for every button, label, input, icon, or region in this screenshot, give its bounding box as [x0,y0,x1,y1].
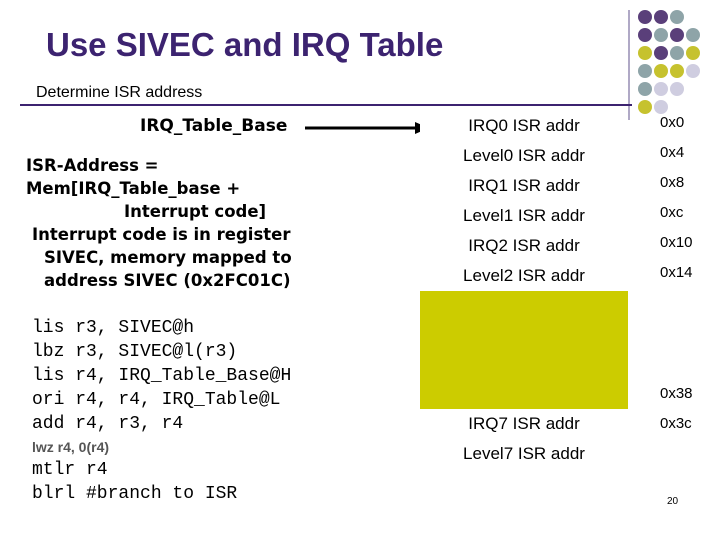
decorative-dot [670,64,684,78]
description-line: Interrupt code is in register [32,225,291,244]
decorative-dot [654,100,668,114]
header-rule [20,104,632,106]
assembly-code-block: lis r3, SIVEC@h lbz r3, SIVEC@l(r3) lis … [32,316,291,506]
decorative-dot [638,28,652,42]
page-number: 20 [667,496,679,507]
table-row: IRQ2 ISR addr [420,231,628,261]
decorative-dot [638,100,652,114]
table-row: Level1 ISR addr [420,201,628,231]
table-row: Level7 ISR addr [420,439,628,469]
code-line: lis r3, SIVEC@h [32,318,195,338]
slide-subtitle: Determine ISR address [36,84,203,101]
code-line: lwz r4, 0(r4) [32,439,110,455]
address-label: 0x14 [660,264,693,281]
irq-vector-table: IRQ0 ISR addr Level0 ISR addr IRQ1 ISR a… [420,111,628,469]
description-line: Interrupt code] [124,202,267,221]
decorative-dot [638,64,652,78]
decorative-dot [686,64,700,78]
decorative-dot [670,46,684,60]
description-line: ISR-Address = [26,156,159,175]
table-row: IRQ0 ISR addr [420,111,628,141]
table-row: IRQ1 ISR addr [420,171,628,201]
decorative-dot [654,64,668,78]
decorative-dot [638,46,652,60]
code-line: add r4, r3, r4 [32,414,184,434]
code-line: lis r4, IRQ_Table_Base@H [32,366,292,386]
decorative-dot [670,10,684,24]
code-line: blrl #branch to ISR [32,484,238,504]
slide-title: Use SIVEC and IRQ Table [46,26,444,63]
code-line: lbz r3, SIVEC@l(r3) [32,342,238,362]
table-row: IRQ7 ISR addr [420,409,628,439]
arrow-right-icon [305,122,429,134]
table-row: Level0 ISR addr [420,141,628,171]
description-line: SIVEC, memory mapped to [44,248,292,267]
address-label: 0xc [660,204,684,221]
address-label: 0x8 [660,174,685,191]
table-gap-block [420,291,628,409]
decorative-dot-grid [638,10,718,120]
decorative-dot [670,28,684,42]
code-line: mtlr r4 [32,460,108,480]
description-line: Mem[IRQ_Table_base + [26,179,241,198]
decorative-dot [670,82,684,96]
decorative-dot [686,46,700,60]
table-row: Level2 ISR addr [420,261,628,291]
decorative-dot [654,10,668,24]
irq-table-base-label: IRQ_Table_Base [140,116,288,136]
address-label: 0x3c [660,415,692,432]
decorative-dot [638,82,652,96]
address-label: 0x38 [660,385,693,402]
decorative-dot [686,28,700,42]
address-label: 0x10 [660,234,693,251]
address-label: 0x0 [660,114,685,131]
decorative-dot [654,46,668,60]
decorative-dot [638,10,652,24]
decorative-dot [654,28,668,42]
decorative-dot [654,82,668,96]
isr-address-description: ISR-Address = Mem[IRQ_Table_base + Inter… [18,154,318,292]
code-line: ori r4, r4, IRQ_Table@L [32,390,281,410]
description-line: address SIVEC (0x2FC01C) [44,271,291,290]
decorative-vertical-line [628,10,630,120]
address-label: 0x4 [660,144,685,161]
